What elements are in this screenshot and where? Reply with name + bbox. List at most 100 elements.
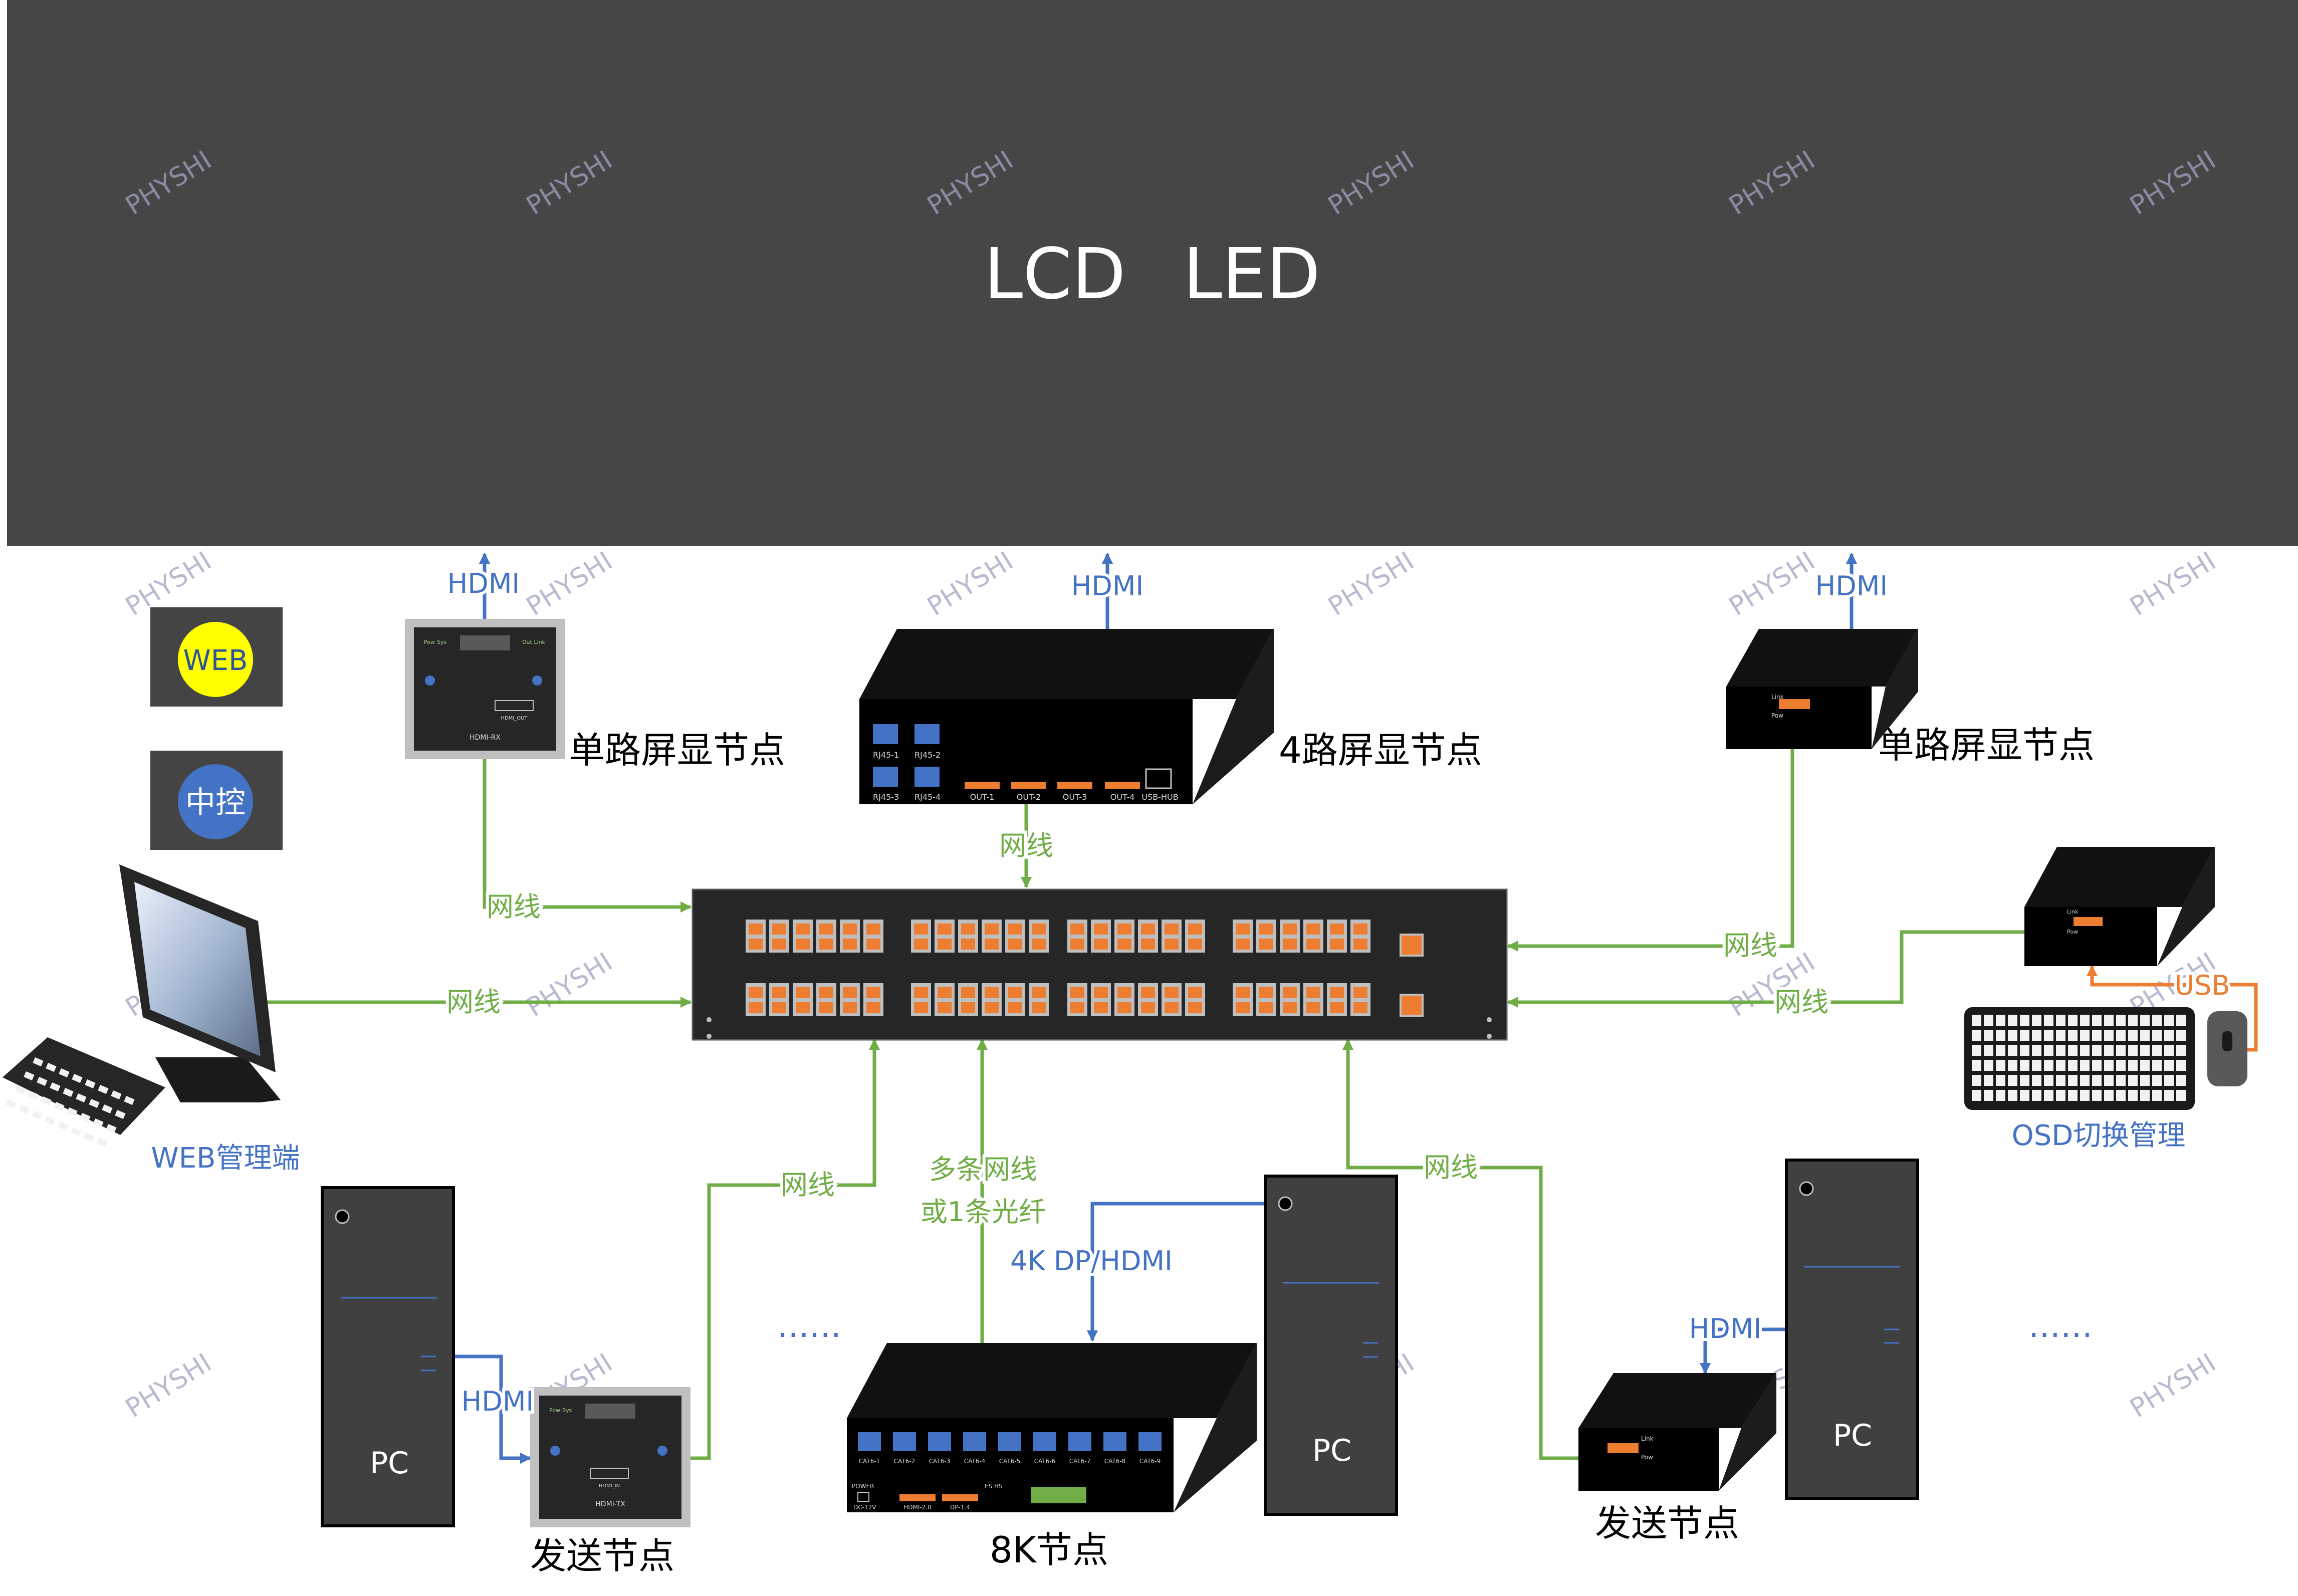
keyboard-key <box>85 1079 96 1089</box>
keyboard-key <box>2164 1030 2174 1041</box>
tx-model-label: HDMI-TX <box>595 1500 625 1508</box>
keyboard-key <box>46 1063 57 1072</box>
watermark: PHYSHI <box>1323 546 1420 622</box>
switch-port-led <box>749 987 763 998</box>
hdmi-label-mid-up: HDMI <box>1071 570 1144 602</box>
keyboard-key <box>2128 1075 2138 1086</box>
keyboard-key <box>2044 1075 2053 1086</box>
pc-tower-middle[interactable]: PC <box>1264 1175 1398 1516</box>
switch-port-led <box>985 939 999 950</box>
tx-box-top <box>1578 1373 1776 1428</box>
quad-out-label: USB-HUB <box>1141 792 1178 802</box>
switch-port-led <box>866 1002 880 1013</box>
net-line-right-top <box>1507 749 1794 952</box>
quad-rj45-ports <box>873 724 940 787</box>
node8k-cat-label: CAT6-3 <box>929 1458 951 1465</box>
tx-box-link-label: Link <box>1641 1435 1654 1442</box>
single-display-node-right[interactable]: Link Pow <box>1726 629 1918 749</box>
sender-node-right[interactable]: Link Pow <box>1578 1373 1776 1491</box>
switch-port-led <box>1330 987 1344 998</box>
keyboard-key <box>2152 1075 2162 1086</box>
single-display-node-left[interactable]: Pow Sys Out Link HDMI_OUT HDMI-RX <box>405 619 565 759</box>
keyboard-key <box>2116 1090 2126 1101</box>
switch-port-led <box>843 939 857 950</box>
quad-node-top <box>859 629 1274 699</box>
keyboard-key <box>2104 1015 2114 1026</box>
osd-keyboard-icon[interactable] <box>1964 1007 2195 1110</box>
switch-port-led <box>819 924 833 935</box>
switch-port-led <box>914 987 928 998</box>
pc-tower-left[interactable]: PC <box>321 1186 455 1527</box>
keyboard-key <box>2116 1015 2126 1026</box>
keyboard-key <box>1972 1090 1981 1101</box>
web-badge[interactable]: WEB <box>150 607 283 707</box>
osd-switch-box[interactable]: Link Pow <box>2024 847 2215 966</box>
switch-port-led <box>749 1002 763 1013</box>
tx-box-hdmi-port <box>1607 1443 1639 1453</box>
keyboard-key <box>2020 1060 2029 1071</box>
quad-out-port <box>1105 782 1140 789</box>
keyboard-key <box>2140 1015 2150 1026</box>
node-labels: 单路屏显节点 4路屏显节点 单路屏显节点 发送节点 8K节点 发送节点 <box>530 724 2095 1577</box>
node8k-dp-label: DP-1.4 <box>950 1504 970 1511</box>
keyboard-key <box>2056 1090 2065 1101</box>
tx-display-window <box>585 1404 635 1419</box>
switch-screw <box>1487 1017 1492 1022</box>
keyboard-key <box>2104 1030 2114 1041</box>
switch-uplink-port <box>1400 994 1424 1017</box>
keyboard-key <box>1996 1030 2005 1041</box>
quad-out-label: OUT-1 <box>970 792 995 802</box>
quad-rj45-port <box>873 724 898 744</box>
sender-node-left[interactable]: Pow Sys HDMI_IN HDMI-TX <box>530 1387 691 1527</box>
mouse-icon[interactable] <box>2207 1011 2247 1086</box>
keyboard-key <box>2080 1030 2090 1041</box>
pc-tower-right[interactable]: PC <box>1785 1159 1919 1500</box>
keyboard-key <box>2020 1090 2029 1101</box>
keyboard-key <box>2032 1075 2041 1086</box>
pc-label: PC <box>370 1446 409 1481</box>
switch-port-led <box>1188 1002 1202 1013</box>
switch-port-led <box>819 1002 833 1013</box>
keyboard-key <box>54 1102 65 1111</box>
central-control-badge[interactable]: 中控 <box>150 751 283 850</box>
keyboard-key <box>19 1105 30 1114</box>
switch-port-led <box>961 939 975 950</box>
switch-port-led <box>1259 987 1273 998</box>
keyboard-key <box>2044 1030 2053 1041</box>
switch-port-led <box>1283 1002 1297 1013</box>
net-label-right-top: 网线 <box>1723 930 1777 961</box>
switch-port-led <box>843 987 857 998</box>
switch-port-led <box>938 987 952 998</box>
web-management-terminal[interactable] <box>3 864 281 1148</box>
switch-port-led <box>1353 1002 1367 1013</box>
network-switch[interactable] <box>692 888 1508 1041</box>
monitor-screen <box>134 882 261 1056</box>
switch-port-led <box>1165 1002 1179 1013</box>
node8k-terminal-block <box>1031 1487 1086 1503</box>
keyboard-key <box>2044 1090 2053 1101</box>
keyboard-key <box>32 1110 43 1120</box>
keyboard-key <box>2164 1045 2174 1056</box>
osd-box-link-label: Link <box>2067 908 2079 915</box>
keyboard-keys <box>6 1057 135 1148</box>
keyboard-key <box>63 1088 74 1097</box>
net-label-pc-mid: 网线 <box>1424 1152 1478 1183</box>
tx-hdmi-in-label: HDMI_IN <box>599 1483 620 1489</box>
switch-port-led <box>1008 924 1022 935</box>
keyboard-key <box>72 1074 83 1083</box>
quad-out-ports <box>965 782 1140 789</box>
switch-port-led <box>1141 924 1155 935</box>
rx-hdmi-port <box>495 700 534 711</box>
keyboard-key <box>2056 1030 2065 1041</box>
keyboard-key <box>2128 1045 2138 1056</box>
keyboard-key <box>102 1104 113 1114</box>
switch-port-led <box>1117 987 1131 998</box>
node8k-cat-port <box>998 1432 1021 1451</box>
quad-display-node[interactable]: RJ45-1 RJ45-2 RJ45-3 RJ45-4 OUT-1 OUT-2 … <box>859 629 1274 804</box>
keyboard-key <box>2032 1015 2041 1026</box>
net-line-left <box>483 759 692 913</box>
pc-power-button <box>335 1209 350 1224</box>
keyboard-key <box>2080 1075 2090 1086</box>
